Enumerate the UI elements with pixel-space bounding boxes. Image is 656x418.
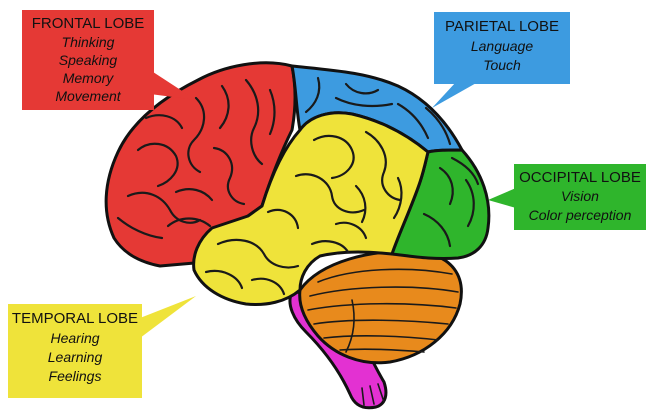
occipital-lobe-title: OCCIPITAL LOBE bbox=[519, 169, 641, 186]
occipital-lobe-function: Vision bbox=[561, 188, 599, 204]
frontal-lobe-callout: FRONTAL LOBE Thinking Speaking Memory Mo… bbox=[22, 10, 196, 110]
parietal-lobe-callout-box bbox=[434, 12, 570, 84]
frontal-lobe-title: FRONTAL LOBE bbox=[32, 15, 145, 32]
frontal-lobe-function: Movement bbox=[55, 88, 121, 104]
frontal-lobe-callout-box bbox=[22, 10, 154, 110]
parietal-lobe-callout-pointer bbox=[432, 82, 478, 108]
frontal-lobe-function: Thinking bbox=[62, 34, 115, 50]
occipital-lobe-callout-pointer bbox=[488, 188, 516, 208]
brain bbox=[104, 61, 491, 410]
parietal-lobe-function: Language bbox=[471, 38, 534, 54]
frontal-lobe-function: Memory bbox=[63, 70, 115, 86]
temporal-lobe-region bbox=[192, 111, 430, 306]
occipital-lobe-function: Color perception bbox=[529, 207, 632, 223]
occipital-lobe-callout-box bbox=[514, 164, 646, 230]
temporal-lobe-callout-box bbox=[8, 304, 142, 398]
temporal-lobe-callout-pointer bbox=[140, 296, 196, 338]
parietal-lobe-title: PARIETAL LOBE bbox=[445, 18, 559, 35]
temporal-lobe-function: Learning bbox=[48, 349, 103, 365]
frontal-lobe-callout-pointer bbox=[150, 70, 196, 100]
parietal-lobe-callout: PARIETAL LOBE Language Touch bbox=[432, 12, 570, 108]
temporal-lobe-title: TEMPORAL LOBE bbox=[12, 310, 138, 327]
temporal-lobe-function: Feelings bbox=[49, 368, 102, 384]
occipital-lobe-callout: OCCIPITAL LOBE Vision Color perception bbox=[488, 164, 646, 230]
temporal-lobe-callout: TEMPORAL LOBE Hearing Learning Feelings bbox=[8, 296, 196, 398]
parietal-lobe-function: Touch bbox=[483, 57, 521, 73]
frontal-lobe-function: Speaking bbox=[59, 52, 118, 68]
temporal-lobe-function: Hearing bbox=[50, 330, 99, 346]
